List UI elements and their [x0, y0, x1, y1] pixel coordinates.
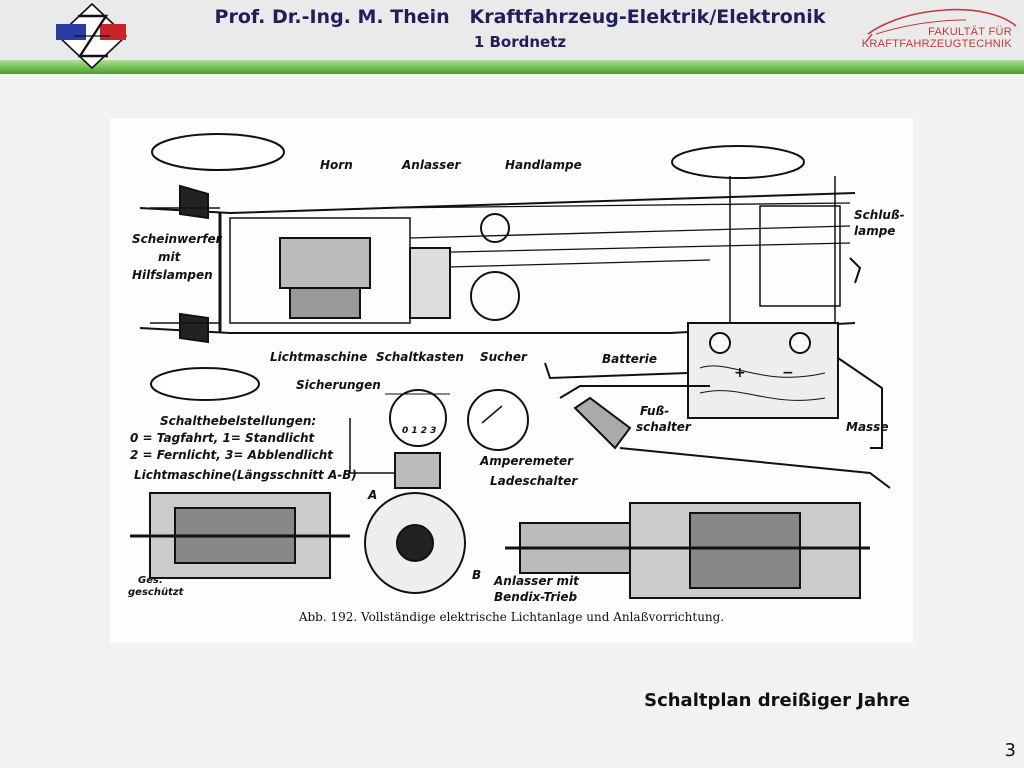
label-fussschalter-2: schalter [636, 420, 691, 434]
label-schlusslampe-2: lampe [854, 224, 896, 238]
label-dial-digits: 0 1 2 3 [402, 426, 437, 436]
header-title: Prof. Dr.-Ing. M. Thein Kraftfahrzeug-El… [214, 6, 826, 28]
label-masse: Masse [846, 420, 889, 434]
header-section: 1 Bordnetz [473, 33, 567, 51]
front-left-wheel [151, 133, 285, 171]
label-scheinwerfer-1: Scheinwerfer [132, 232, 222, 246]
label-geschuetzt-1: Ges. [138, 575, 163, 586]
ammeter-dial [467, 389, 529, 451]
rear-left-wheel [671, 145, 805, 179]
faculty-line-1: FAKULTÄT FÜR [928, 26, 1012, 38]
label-battery-plus: + [734, 365, 746, 381]
label-lichtmaschine-schnitt: Lichtmaschine(Längsschnitt A-B) [134, 468, 357, 482]
figure-caption: Abb. 192. Vollständige elektrische Licht… [298, 610, 725, 624]
label-schalthebel-title: Schalthebelstellungen: [160, 414, 317, 428]
label-point-a: A [368, 488, 378, 502]
label-point-b: B [472, 568, 482, 582]
fuse-dial [389, 389, 447, 447]
label-anlasser: Anlasser [402, 158, 461, 172]
label-batterie: Batterie [602, 352, 658, 366]
label-schaltkasten: Schaltkasten [376, 350, 464, 364]
label-anlasser-bendix-1: Anlasser mit [494, 574, 579, 588]
label-scheinwerfer-2: mit [158, 250, 181, 264]
label-scheinwerfer-3: Hilfslampen [132, 268, 213, 282]
front-right-wheel [150, 367, 260, 401]
label-battery-minus: − [782, 365, 794, 381]
university-logo [56, 2, 128, 70]
slide-header [0, 0, 1024, 60]
label-ladeschalter: Ladeschalter [490, 474, 578, 488]
battery-body [687, 322, 839, 419]
label-amperemeter: Amperemeter [480, 454, 574, 468]
label-horn: Horn [320, 158, 353, 172]
header-green-band [0, 60, 1024, 74]
label-sicherungen: Sicherungen [296, 378, 381, 392]
wiring-diagram-drawing [130, 133, 891, 599]
car-silhouette-icon [865, 8, 1017, 43]
label-sucher: Sucher [480, 350, 527, 364]
slide-caption: Schaltplan dreißiger Jahre [644, 690, 910, 711]
faculty-logo: FAKULTÄT FÜR KRAFTFAHRZEUGTECHNIK [862, 4, 1020, 50]
label-schalthebel-1: 0 = Tagfahrt, 1= Standlicht [130, 431, 315, 445]
label-anlasser-bendix-2: Bendix-Trieb [494, 590, 578, 604]
label-geschuetzt-2: geschützt [128, 587, 184, 598]
label-lichtmaschine: Lichtmaschine [270, 350, 368, 364]
label-schalthebel-2: 2 = Fernlicht, 3= Abblendlicht [130, 448, 334, 462]
wiring-diagram-figure: Horn Anlasser Handlampe Schluß- lampe Sc… [110, 118, 913, 643]
faculty-line-2: KRAFTFAHRZEUGTECHNIK [861, 38, 1012, 50]
label-schlusslampe-1: Schluß- [854, 208, 905, 222]
page-number: 3 [1004, 740, 1016, 761]
label-handlampe: Handlampe [505, 158, 582, 172]
label-fussschalter-1: Fuß- [640, 404, 670, 418]
